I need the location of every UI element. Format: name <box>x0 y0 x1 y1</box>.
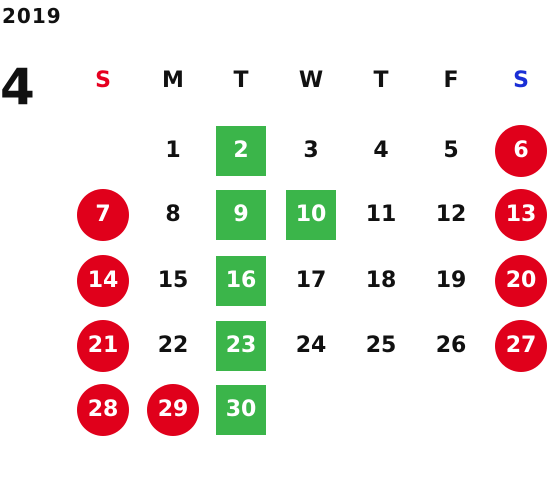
day-cell[interactable]: 15 <box>157 268 189 293</box>
day-cell[interactable]: 4 <box>373 138 389 163</box>
day-cell[interactable]: 13 <box>495 189 547 241</box>
weekday-saturday: S <box>513 68 529 93</box>
day-cell[interactable]: 7 <box>77 189 129 241</box>
day-cell[interactable]: 11 <box>365 202 397 227</box>
day-cell[interactable]: 3 <box>303 138 319 163</box>
weekday-tuesday: T <box>233 68 249 93</box>
day-cell[interactable]: 21 <box>77 320 129 372</box>
calendar-month: 4 <box>0 58 35 116</box>
day-cell[interactable]: 1 <box>165 138 181 163</box>
day-cell[interactable]: 14 <box>77 255 129 307</box>
day-cell[interactable]: 28 <box>77 384 129 436</box>
day-cell[interactable]: 8 <box>165 202 181 227</box>
day-cell[interactable]: 5 <box>443 138 459 163</box>
day-cell[interactable]: 2 <box>216 126 266 176</box>
day-cell[interactable]: 23 <box>216 321 266 371</box>
day-cell[interactable]: 19 <box>435 268 467 293</box>
weekday-thursday: T <box>373 68 389 93</box>
day-cell[interactable]: 30 <box>216 385 266 435</box>
day-cell[interactable]: 16 <box>216 256 266 306</box>
day-cell[interactable]: 9 <box>216 190 266 240</box>
day-cell[interactable]: 27 <box>495 320 547 372</box>
day-cell[interactable]: 29 <box>147 384 199 436</box>
day-cell[interactable]: 10 <box>286 190 336 240</box>
day-cell[interactable]: 20 <box>495 255 547 307</box>
day-cell[interactable]: 6 <box>495 125 547 177</box>
day-cell[interactable]: 22 <box>157 333 189 358</box>
calendar-year: 2019 <box>2 4 62 28</box>
day-cell[interactable]: 12 <box>435 202 467 227</box>
weekday-sunday: S <box>95 68 111 93</box>
day-cell[interactable]: 26 <box>435 333 467 358</box>
day-cell[interactable]: 18 <box>365 268 397 293</box>
day-cell[interactable]: 17 <box>295 268 327 293</box>
weekday-monday: M <box>162 68 184 93</box>
day-cell[interactable]: 25 <box>365 333 397 358</box>
day-cell[interactable]: 24 <box>295 333 327 358</box>
weekday-friday: F <box>443 68 459 93</box>
weekday-wednesday: W <box>298 68 324 93</box>
